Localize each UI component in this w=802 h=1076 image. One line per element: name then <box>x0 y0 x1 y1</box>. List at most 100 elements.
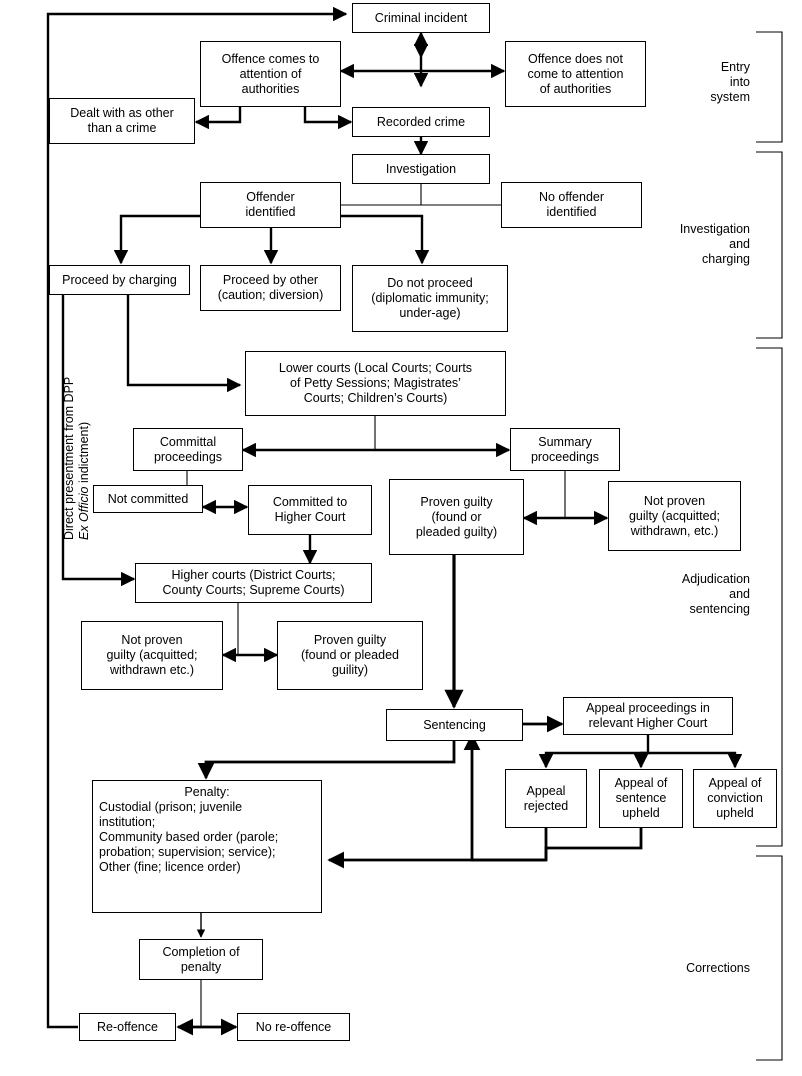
section-label-investigation-line2: and <box>729 237 750 251</box>
node-label-line1: Appeal <box>526 783 566 798</box>
side-label-line2: Ex Officio indictment) <box>77 422 91 540</box>
node-sentencing[interactable]: Sentencing <box>386 709 523 741</box>
section-label-entry: Entry into system <box>690 60 750 105</box>
node-higher-courts[interactable]: Higher courts (District Courts; County C… <box>135 563 372 603</box>
node-label-line1: Proceed by other <box>222 273 319 287</box>
node-label-line1: Not proven <box>121 633 183 647</box>
node-completion-of-penalty[interactable]: Completion of penalty <box>139 939 263 980</box>
node-recorded-crime[interactable]: Recorded crime <box>352 107 490 137</box>
section-label-adjudication: Adjudication and sentencing <box>662 572 750 617</box>
node-proven-guilty-summary[interactable]: Proven guilty (found or pleaded guilty) <box>389 479 524 555</box>
node-penalty[interactable]: Penalty: Custodial (prison; juvenile ins… <box>92 780 322 913</box>
node-label-line2: guilty (acquitted; <box>106 648 198 662</box>
node-label-line2: identified <box>546 205 597 219</box>
node-label-line2: (caution; diversion) <box>217 288 324 302</box>
node-appeal-rejected[interactable]: Appeal rejected <box>505 769 587 828</box>
node-label-line2: come to attention <box>527 66 624 81</box>
section-label-corrections-line1: Corrections <box>686 961 750 975</box>
node-label-line1: Committal <box>159 434 217 449</box>
node-label-line3: pleaded guilty) <box>415 524 498 539</box>
node-committed-to-higher-court[interactable]: Committed to Higher Court <box>248 485 372 535</box>
node-not-committed[interactable]: Not committed <box>93 485 203 513</box>
node-label-line1: Appeal of <box>708 776 762 790</box>
node-label-line1: Appeal proceedings in <box>586 701 710 715</box>
side-label-ex-officio: Ex Officio indictment) <box>77 422 91 540</box>
node-label: Investigation <box>385 161 457 176</box>
node-proceed-by-other[interactable]: Proceed by other (caution; diversion) <box>200 265 341 311</box>
node-label-line2: Higher Court <box>274 510 346 524</box>
section-label-investigation: Investigation and charging <box>668 222 750 267</box>
side-label-rest: indictment) <box>77 421 91 487</box>
section-label-investigation-line1: Investigation <box>679 222 750 236</box>
node-label-line1: Completion of <box>162 944 240 959</box>
node-label-line2: conviction <box>707 791 763 805</box>
penalty-line2: institution; <box>99 815 156 829</box>
node-re-offence[interactable]: Re-offence <box>79 1013 176 1041</box>
node-label-line1: Lower courts (Local Courts; Courts <box>278 361 473 375</box>
node-label-line2: sentence <box>615 791 667 805</box>
node-label-line1: Offender <box>246 190 295 204</box>
node-proven-guilty-higher[interactable]: Proven guilty (found or pleaded guility) <box>277 621 423 690</box>
node-label-line1: Appeal of <box>614 776 668 790</box>
node-proceed-by-charging[interactable]: Proceed by charging <box>49 265 190 295</box>
node-label-line1: Committed to <box>272 495 348 509</box>
node-label-line1: Do not proceed <box>387 276 473 290</box>
node-appeal-of-sentence-upheld[interactable]: Appeal of sentence upheld <box>599 769 683 828</box>
node-label-line2: guilty (acquitted; <box>628 508 721 523</box>
node-not-proven-guilty-summary[interactable]: Not proven guilty (acquitted; withdrawn,… <box>608 481 741 551</box>
node-label-line2: relevant Higher Court <box>588 716 708 730</box>
node-label-line2: proceedings <box>530 449 600 464</box>
penalty-line4: probation; supervision; service); <box>99 845 276 859</box>
section-label-adjudication-line3: sentencing <box>689 602 750 616</box>
node-label: No re-offence <box>255 1019 332 1034</box>
node-label-line1: Dealt with as other <box>70 106 174 120</box>
section-label-investigation-line3: charging <box>702 252 750 266</box>
node-label-line1: Summary <box>538 434 592 449</box>
node-criminal-incident[interactable]: Criminal incident <box>352 3 490 33</box>
node-no-offender-identified[interactable]: No offender identified <box>501 182 642 228</box>
node-label-line2: (found or <box>431 509 482 524</box>
section-label-corrections: Corrections <box>662 961 750 976</box>
node-label-line3: of authorities <box>539 81 612 96</box>
node-label-line3: guility) <box>331 663 369 677</box>
node-label-line3: withdrawn etc.) <box>109 663 195 677</box>
penalty-line5: Other (fine; licence order) <box>99 860 241 874</box>
node-label-line3: upheld <box>622 806 660 820</box>
node-label-line1: Offence does not <box>528 51 623 66</box>
node-offender-identified[interactable]: Offender identified <box>200 182 341 228</box>
node-investigation[interactable]: Investigation <box>352 154 490 184</box>
node-label-line1: Proven guilty <box>313 633 387 647</box>
node-no-re-offence[interactable]: No re-offence <box>237 1013 350 1041</box>
node-committal-proceedings[interactable]: Committal proceedings <box>133 428 243 471</box>
node-label-line3: Courts; Children’s Courts) <box>303 391 448 405</box>
node-offence-comes-to-attention[interactable]: Offence comes to attention of authoritie… <box>200 41 341 107</box>
node-label-line3: under-age) <box>399 306 461 320</box>
node-label-line1: Not proven <box>643 493 706 508</box>
node-label-line2: (found or pleaded <box>301 648 399 662</box>
node-label-line2: rejected <box>523 798 569 813</box>
section-label-entry-line1: Entry <box>720 60 750 74</box>
node-label-line1: Higher courts (District Courts; <box>171 568 336 582</box>
node-not-proven-guilty-higher[interactable]: Not proven guilty (acquitted; withdrawn … <box>81 621 223 690</box>
node-label: Recorded crime <box>376 114 466 129</box>
penalty-title: Penalty: <box>184 785 230 799</box>
section-label-adjudication-line1: Adjudication <box>681 572 750 586</box>
node-label-line1: Proven guilty <box>420 494 493 509</box>
node-summary-proceedings[interactable]: Summary proceedings <box>510 428 620 471</box>
node-do-not-proceed[interactable]: Do not proceed (diplomatic immunity; und… <box>352 265 508 332</box>
node-label-line3: upheld <box>716 806 754 820</box>
node-label: Criminal incident <box>374 10 468 25</box>
node-label-line1: Offence comes to <box>221 51 320 66</box>
side-label-line1: Direct presentment from DPP <box>62 376 76 540</box>
node-dealt-with-as-other-than-crime[interactable]: Dealt with as other than a crime <box>49 98 195 144</box>
node-appeal-of-conviction-upheld[interactable]: Appeal of conviction upheld <box>693 769 777 828</box>
node-label-line2: County Courts; Supreme Courts) <box>162 583 345 597</box>
node-offence-does-not-come-to-attention[interactable]: Offence does not come to attention of au… <box>505 41 646 107</box>
side-label-italic: Ex Officio <box>77 486 91 541</box>
node-label-line2: (diplomatic immunity; <box>371 291 489 305</box>
node-label-line1: No offender <box>538 190 605 204</box>
node-lower-courts[interactable]: Lower courts (Local Courts; Courts of Pe… <box>245 351 506 416</box>
node-appeal-proceedings[interactable]: Appeal proceedings in relevant Higher Co… <box>563 697 733 735</box>
